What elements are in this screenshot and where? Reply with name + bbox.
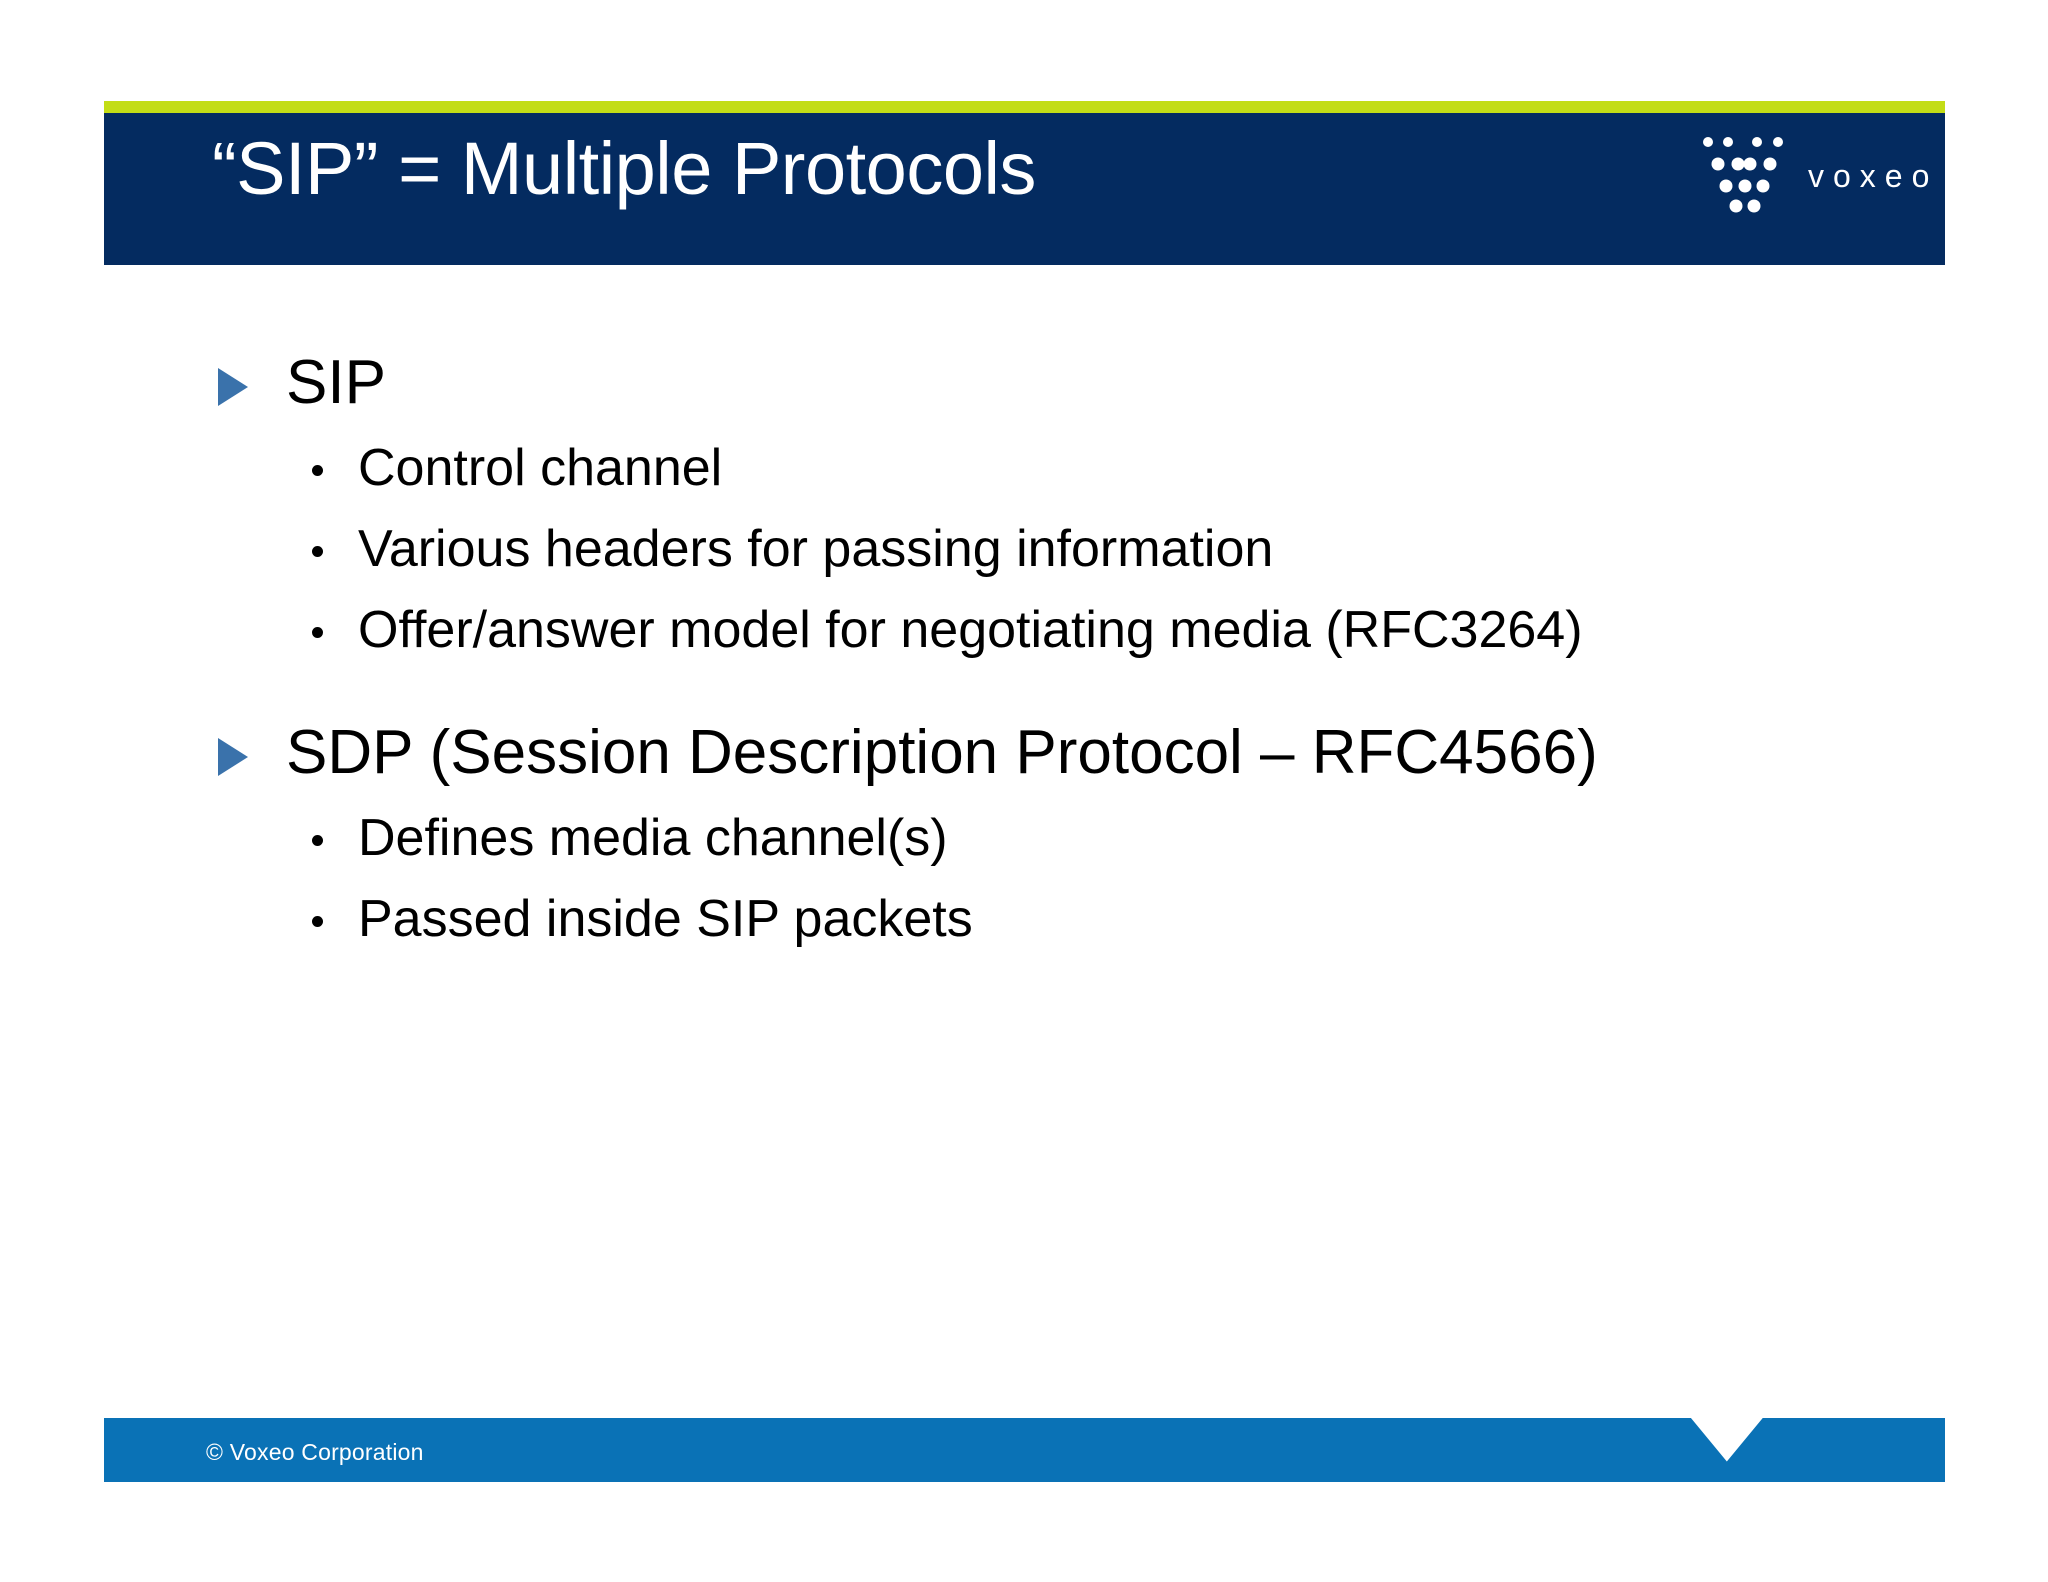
bullet-group-sdp: SDP (Session Description Protocol – RFC4… [200, 718, 1900, 949]
group-spacer [200, 660, 1900, 718]
bullet-level2: Passed inside SIP packets [200, 890, 1900, 949]
voxeo-logo: voxeo [1700, 137, 1939, 230]
bullet-level1: SDP (Session Description Protocol – RFC4… [200, 718, 1900, 787]
footer-copyright: © Voxeo Corporation [206, 1439, 424, 1465]
bullet-level1-label: SDP (Session Description Protocol – RFC4… [286, 717, 1598, 787]
dot-bullet-icon [312, 915, 323, 927]
bullet-level1-label: SIP [286, 348, 386, 417]
dot-bullet-icon [312, 465, 323, 477]
bullet-level2: Various headers for passing information [200, 520, 1900, 579]
dot-bullet-icon [312, 835, 323, 847]
bullet-level1: SIP [200, 348, 1900, 417]
bullet-level2-label: Various headers for passing information [358, 520, 1274, 579]
bullet-level2: Defines media channel(s) [200, 809, 1900, 868]
dot-bullet-icon [312, 546, 323, 558]
bullet-level2: Control channel [200, 439, 1900, 498]
bullet-level2-label: Defines media channel(s) [358, 809, 948, 868]
header-accent-bar [104, 101, 1945, 113]
voxeo-dot-v-icon [1703, 137, 1783, 213]
voxeo-wordmark: voxeo [1808, 158, 1939, 194]
bullet-level2: Offer/answer model for negotiating media… [200, 601, 1900, 660]
slide-body: SIP Control channel Various headers for … [200, 348, 1900, 949]
footer-bar [104, 1418, 1945, 1482]
triangle-bullet-icon [218, 737, 248, 776]
dot-bullet-icon [312, 626, 323, 638]
page-title: “SIP” = Multiple Protocols [212, 127, 1036, 210]
bullet-level2-label: Control channel [358, 439, 723, 498]
bullet-level2-label: Offer/answer model for negotiating media… [358, 600, 1583, 659]
triangle-bullet-icon [218, 368, 248, 406]
bullet-group-sip: SIP Control channel Various headers for … [200, 348, 1900, 660]
header-bar [104, 113, 1945, 265]
bullet-level2-label: Passed inside SIP packets [358, 889, 973, 948]
